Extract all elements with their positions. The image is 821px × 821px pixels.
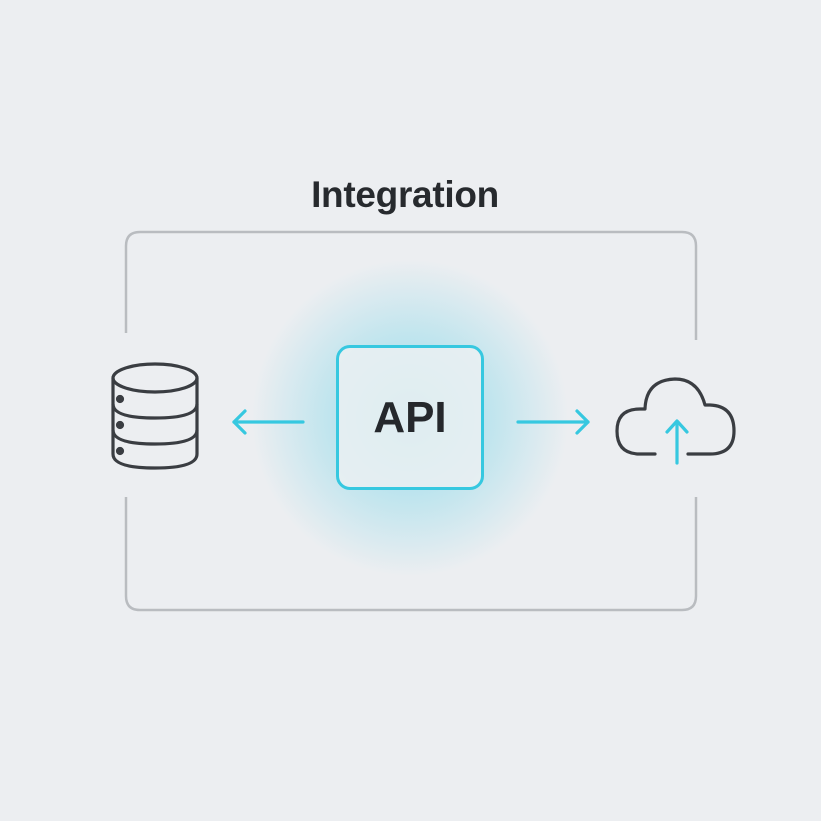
api-label: API <box>373 392 447 442</box>
api-node: API <box>336 345 484 490</box>
diagram-title: Integration <box>311 174 499 215</box>
database-icon <box>111 362 199 470</box>
arrow-right-icon <box>516 409 590 435</box>
cloud-upload-icon <box>615 377 736 465</box>
arrow-left-icon <box>232 409 305 435</box>
integration-frame <box>124 230 698 612</box>
